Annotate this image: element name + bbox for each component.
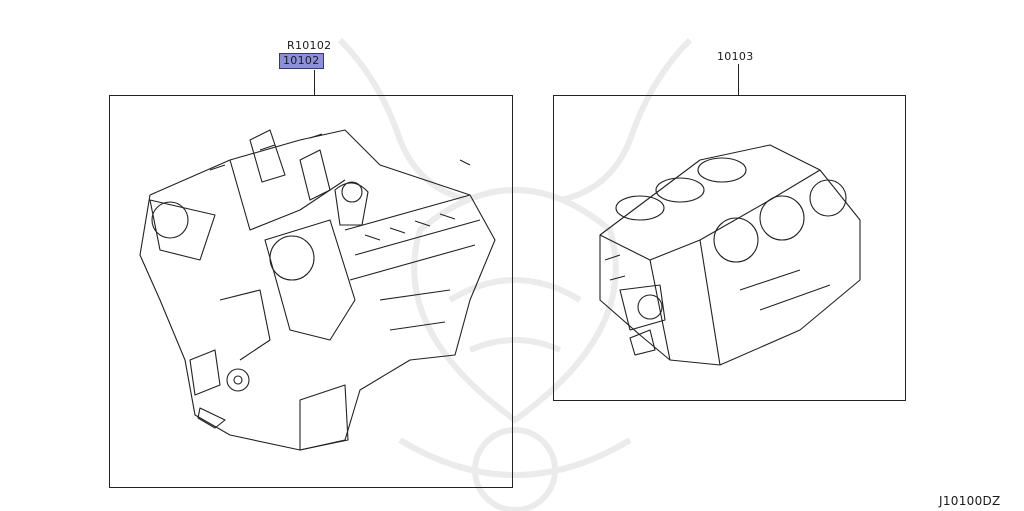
engine-assembly-panel[interactable] [109,95,513,488]
part-number-badge-10102[interactable]: 10102 [279,53,324,69]
part-number-10103[interactable]: 10103 [717,50,754,63]
engine-block-panel[interactable] [553,95,906,401]
leader-line-left [314,70,315,95]
diagram-code: J10100DZ [939,494,1001,508]
alt-part-number: R10102 [287,39,332,52]
leader-line-right [738,64,739,95]
